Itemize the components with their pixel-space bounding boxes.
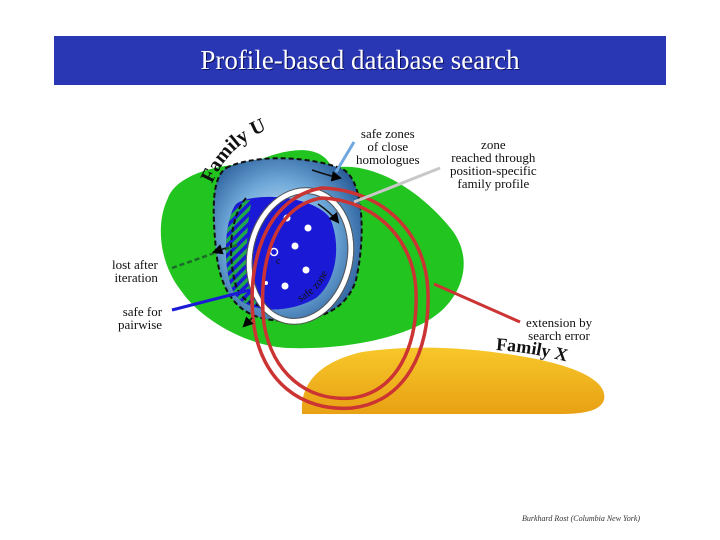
- dashed-arrow: [317, 203, 340, 224]
- safe-pairwise-pointer: [171, 288, 251, 312]
- family-x-region: [301, 347, 605, 414]
- extension-annotation: extension by search error: [526, 315, 593, 343]
- protein-dot: [281, 282, 289, 290]
- extension-ring: [250, 186, 430, 411]
- safe-pairwise-annotation: safe for pairwise: [118, 304, 163, 332]
- extension-ring-inner: [260, 196, 418, 401]
- dashed-arrow: [311, 169, 343, 182]
- title-bar: Profile-based database search: [54, 36, 666, 85]
- protein-dot: [264, 281, 268, 285]
- dashed-arrow: [212, 244, 227, 255]
- protein-dot: [302, 266, 310, 274]
- zone-reached-annotation: zone reached through position-specific f…: [450, 137, 537, 191]
- core-letter: c: [276, 256, 281, 267]
- safe-zones-annotation: safe zones of close homologues: [356, 126, 420, 167]
- slide-title: Profile-based database search: [200, 45, 520, 75]
- lost-after-pointer: [171, 242, 241, 270]
- protein-dot: [304, 224, 312, 232]
- safe-zones-pointer: [334, 141, 356, 173]
- credit-text: Burkhard Rost (Columbia New York): [522, 514, 641, 523]
- lost-after-annotation: lost after iteration: [112, 257, 158, 285]
- protein-dot: [291, 242, 299, 250]
- zone-reached-pointer: [353, 166, 441, 204]
- dashed-arrow: [242, 316, 254, 328]
- extension-pointer: [433, 282, 521, 324]
